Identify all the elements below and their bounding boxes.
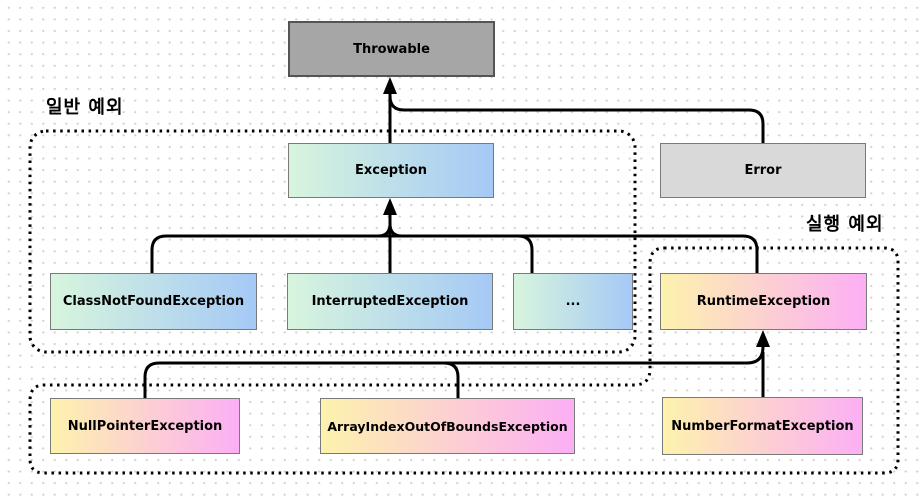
edge-bus-exception-children <box>150 234 759 273</box>
edge-error-throwable <box>388 91 765 143</box>
group-label-general-exceptions: 일반 예외 <box>46 97 124 118</box>
arrowhead-to-throwable <box>383 77 397 94</box>
node-nullpointerexception: NullPointerException <box>50 398 240 454</box>
node-interruptedexception: InterruptedException <box>287 273 493 330</box>
arrowhead-to-exception <box>383 198 397 215</box>
group-label-runtime-exceptions: 실행 예외 <box>806 214 884 235</box>
node-numberformatexception: NumberFormatException <box>662 397 863 455</box>
edge-bus-runtime-children <box>143 341 765 398</box>
node-throwable: Throwable <box>288 21 495 77</box>
group-general-exceptions-border <box>28 129 637 354</box>
node-exception: Exception <box>288 143 494 198</box>
edge-merge-left <box>377 223 392 238</box>
group-runtime-exceptions-border <box>28 246 900 475</box>
node-classnotfoundexception: ClassNotFoundException <box>50 273 257 330</box>
edge-ellipsis-branch <box>517 234 534 273</box>
arrowhead-to-runtime <box>756 330 770 347</box>
node-arrayindexoutofboundsexception: ArrayIndexOutOfBoundsException <box>320 398 575 454</box>
node-ellipsis: ... <box>513 273 633 330</box>
node-error: Error <box>660 143 866 198</box>
node-runtimeexception: RuntimeException <box>660 273 867 330</box>
edge-arrayindex-branch <box>443 361 460 398</box>
edge-merge-right <box>388 223 403 238</box>
